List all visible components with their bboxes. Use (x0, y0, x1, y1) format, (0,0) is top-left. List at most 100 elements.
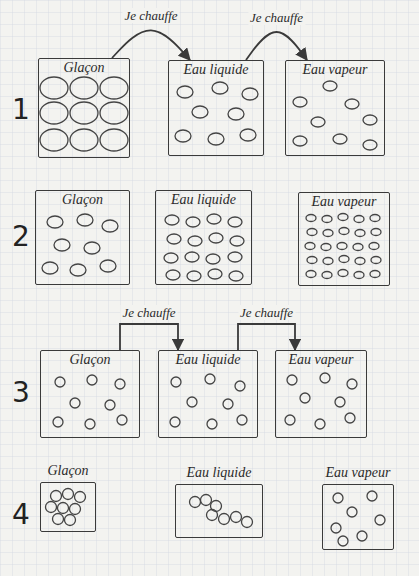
row-number: 2 (12, 222, 30, 252)
particle (237, 415, 247, 425)
state-label: Eau vapeur (326, 465, 391, 481)
heating-arrow (238, 324, 295, 350)
particle (40, 129, 68, 151)
state-box: Eau liquide (158, 350, 258, 438)
particle (75, 492, 86, 503)
state-box: Glaçon (40, 462, 96, 532)
state-frame (175, 484, 263, 538)
state-label: Eau liquide (176, 352, 241, 368)
edge-label: Je chauffe (120, 305, 177, 320)
state-label: Glaçon (47, 463, 88, 479)
particle (105, 400, 115, 410)
particle (207, 510, 218, 521)
particle (347, 379, 357, 389)
particle (201, 495, 212, 506)
particle (70, 129, 98, 151)
particle (228, 217, 242, 227)
particle (87, 375, 97, 385)
particle (40, 102, 68, 124)
particle (230, 236, 244, 246)
row-number: 1 (12, 95, 30, 125)
particle (166, 270, 180, 280)
particle (229, 271, 243, 281)
particle (345, 413, 355, 423)
row-number: 4 (12, 500, 30, 530)
particle (185, 252, 199, 262)
particle (205, 374, 215, 384)
heating-arrow (120, 324, 178, 350)
particle (84, 242, 100, 254)
state-frame (322, 484, 394, 550)
particle (347, 507, 357, 517)
particle (164, 253, 178, 263)
particle (212, 82, 228, 94)
particle (231, 512, 242, 523)
state-box: Eau liquide (155, 190, 252, 285)
particle (208, 269, 222, 279)
edge-label: Je chauffe (248, 10, 305, 25)
particle (338, 214, 348, 221)
particle (321, 244, 331, 251)
particle (354, 272, 364, 279)
particle (223, 399, 233, 409)
particle (190, 497, 201, 508)
particle (375, 515, 385, 525)
state-box: Eau vapeur (322, 464, 394, 550)
particle (305, 243, 315, 250)
particle (363, 140, 377, 150)
particle (370, 215, 380, 222)
state-box: Eau vapeur (285, 60, 385, 156)
particle (228, 252, 242, 262)
particle (40, 77, 68, 99)
particle (323, 230, 333, 237)
particle (307, 229, 317, 236)
edge-label: Je chauffe (122, 8, 179, 23)
particle (100, 102, 128, 124)
state-label: Eau liquide (187, 465, 252, 481)
particle (235, 381, 245, 391)
particle (333, 134, 347, 144)
particle (320, 373, 330, 383)
particle (240, 129, 256, 141)
particle (355, 258, 365, 265)
particle (307, 257, 317, 264)
particle (293, 97, 307, 107)
particle (287, 375, 297, 385)
particle (54, 239, 70, 251)
particle (338, 270, 348, 277)
particle (46, 502, 57, 513)
particle (175, 130, 191, 142)
particle (115, 379, 125, 389)
particle (207, 419, 217, 429)
state-frame (40, 482, 96, 532)
particle (55, 377, 65, 387)
state-label: Eau vapeur (303, 62, 368, 78)
particle (100, 260, 116, 272)
particle (371, 257, 381, 264)
particle (187, 271, 201, 281)
particle (335, 397, 345, 407)
particle (65, 515, 76, 526)
particle (100, 77, 128, 99)
particle (323, 81, 337, 91)
particle (369, 243, 379, 250)
particle (300, 393, 310, 403)
state-box: Eau vapeur (298, 192, 390, 286)
particle (170, 417, 180, 427)
particle (338, 536, 348, 546)
particle (85, 419, 95, 429)
heating-arrow (246, 32, 307, 60)
particle (63, 489, 74, 500)
particle (242, 88, 258, 100)
particle (177, 86, 193, 98)
particle (53, 417, 63, 427)
particle (207, 214, 221, 224)
state-box: Eau vapeur (275, 350, 367, 438)
state-label: Eau vapeur (312, 194, 377, 210)
particle (285, 415, 295, 425)
particle (206, 254, 220, 264)
particle (77, 214, 93, 226)
